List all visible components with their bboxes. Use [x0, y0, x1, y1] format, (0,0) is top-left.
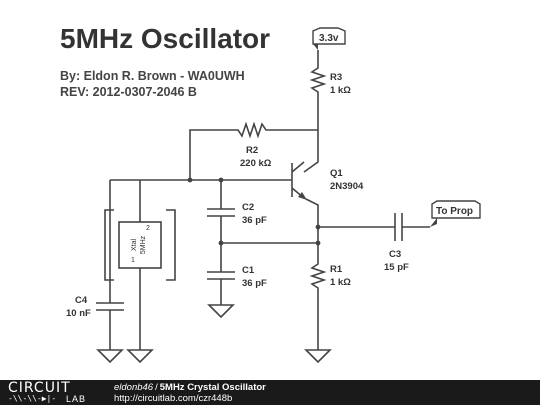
r2-ref: R2: [246, 145, 258, 156]
ground-symbol-c1: [207, 304, 235, 319]
r2-value: 220 kΩ: [240, 158, 272, 169]
r3-value: 1 kΩ: [330, 85, 351, 96]
supply-port-label: 3.3v: [319, 33, 339, 44]
circuit-title-link[interactable]: 5MHz Crystal Oscillator: [159, 382, 266, 393]
q1-ref: Q1: [330, 168, 343, 179]
circuitlab-logo[interactable]: CIRCUIT -\\-\\-▶|- LAB: [8, 381, 100, 404]
junction-base-left: [187, 177, 193, 183]
c3-value: 15 pF: [384, 262, 409, 273]
wire-r2-left: [189, 129, 234, 180]
capacitor-c3: C3 15 pF: [384, 213, 409, 273]
ground-symbol-r1: [304, 349, 332, 364]
capacitor-c4: C4 10 nF: [66, 295, 124, 319]
r3-ref: R3: [330, 72, 342, 83]
c4-value: 10 nF: [66, 308, 91, 319]
schematic-title: 5MHz Oscillator: [60, 23, 270, 54]
circuit-credit: eldonb46/5MHz Crystal Oscillator: [114, 382, 266, 393]
resistor-r3: R3 1 kΩ: [309, 64, 351, 96]
xtal-pin-1: 1: [131, 257, 135, 264]
capacitor-c2: C2 36 pF: [207, 202, 267, 226]
author-byline: By: Eldon R. Brown - WA0UWH: [60, 69, 245, 83]
r1-value: 1 kΩ: [330, 277, 351, 288]
circuit-url-link[interactable]: http://circuitlab.com/czr448b: [114, 393, 233, 404]
logo-wordmark-bottom: LAB: [66, 394, 87, 404]
c1-value: 36 pF: [242, 278, 267, 289]
c2-value: 36 pF: [242, 215, 267, 226]
capacitor-c1: C1 36 pF: [207, 265, 267, 289]
supply-port: 3.3v: [312, 27, 346, 50]
logo-bottom-row: -\\-\\-▶|- LAB: [8, 394, 100, 404]
c3-ref: C3: [389, 249, 401, 260]
xtal-freq: 5MHz: [140, 235, 147, 254]
junction-mid-r1: [315, 240, 321, 246]
xtal-pin-2: 2: [146, 225, 150, 232]
c2-ref: C2: [242, 202, 254, 213]
footer-bar: CIRCUIT -\\-\\-▶|- LAB eldonb46/5MHz Cry…: [0, 380, 540, 405]
resistor-r1: R1 1 kΩ: [309, 260, 351, 292]
revision-label: REV: 2012-0307-2046 B: [60, 85, 197, 99]
author-link[interactable]: eldonb46: [114, 382, 154, 393]
logo-wordmark-top: CIRCUIT: [8, 380, 71, 396]
c4-ref: C4: [75, 295, 88, 306]
q1-value: 2N3904: [330, 181, 364, 192]
logo-circuit-symbol: -\\-\\-▶|-: [8, 394, 57, 403]
c1-ref: C1: [242, 265, 255, 276]
transistor-q1: Q1 2N3904: [291, 161, 364, 200]
r1-ref: R1: [330, 264, 343, 275]
output-port: To Prop: [430, 200, 481, 227]
wire-collector: [303, 96, 319, 173]
credit-separator: /: [155, 382, 158, 393]
ground-symbol-c4: [96, 349, 124, 364]
output-port-label: To Prop: [436, 206, 473, 217]
junction-mid-c: [218, 240, 224, 246]
junction-output: [315, 224, 321, 230]
wire-emitter: [305, 198, 319, 260]
ground-symbol-xtal: [126, 349, 154, 364]
schematic-canvas: 5MHz Oscillator By: Eldon R. Brown - WA0…: [60, 23, 481, 364]
resistor-r2: R2 220 kΩ: [234, 121, 272, 169]
xtal-name: Xtal: [131, 239, 138, 252]
